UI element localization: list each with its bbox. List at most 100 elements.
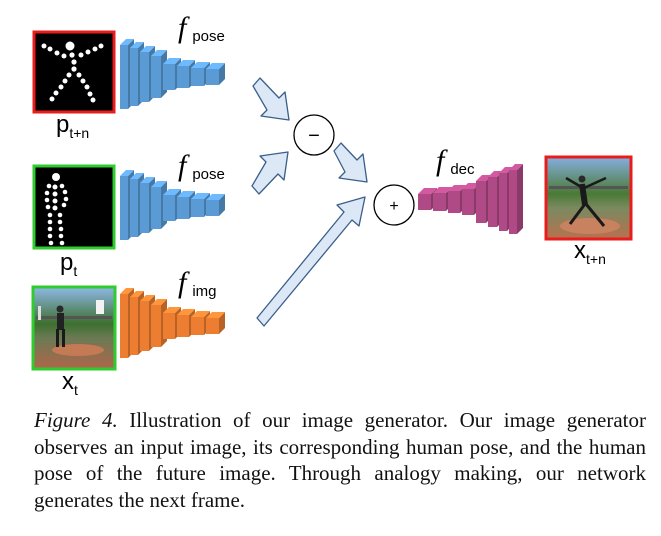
pose-encoder-top-layer-7-top (191, 62, 210, 68)
image-decoder-layer-7 (499, 173, 507, 231)
subtract-operator: − (293, 114, 335, 156)
pose-encoder-middle (120, 170, 225, 240)
pose-encoder-top-subscript: pose (192, 28, 225, 45)
pose-encoder-middle-layer-6 (177, 197, 189, 219)
figure-caption: Figure 4. Illustration of our image gene… (34, 407, 646, 513)
pose-encoder-middle-layer-5 (163, 195, 175, 221)
svg-text:xt: xt (62, 368, 78, 398)
image-decoder-layer-1 (418, 194, 431, 210)
pose-encoder-middle-layer-8 (206, 200, 219, 216)
image-decoder (418, 164, 523, 234)
add-symbol: + (389, 198, 398, 215)
image-encoder-layer-7 (191, 317, 204, 335)
image-decoder-layer-6-top (488, 171, 503, 177)
pose-encoder-top-symbol: f (178, 11, 190, 44)
pose-encoder-top-layer-4 (151, 56, 161, 98)
image-decoder-layer-8 (509, 170, 517, 234)
image-encoder-layer-2 (130, 297, 138, 355)
image-decoder-layer-3-top (448, 185, 466, 191)
image-encoder-layer-7-top (191, 311, 210, 317)
image-encoder (120, 288, 225, 358)
image-encoder-layer-5 (163, 313, 175, 339)
image-decoder-layer-4 (462, 189, 474, 215)
current-frame-label: x (62, 368, 74, 395)
current-pose-label: p (60, 249, 73, 276)
add-operator: + (373, 184, 415, 226)
svg-text:pt+n: pt+n (56, 111, 89, 141)
arrow-image-to-plus (256, 196, 366, 327)
future-pose-image (32, 30, 116, 114)
pose-encoder-top-layer-3-top (140, 46, 155, 52)
pose-encoder-top-layer-8-top (206, 63, 225, 69)
pose-encoder-top-layer-1 (120, 45, 128, 109)
image-encoder-layer-6-top (177, 309, 195, 315)
pose-encoder-middle-layer-8-top (206, 194, 225, 200)
image-decoder-layer-2-top (433, 187, 452, 193)
pose-encoder-middle-layer-3-top (140, 177, 155, 183)
image-decoder-layer-5 (476, 181, 486, 223)
image-decoder-layer-8-top (509, 164, 523, 170)
pose-encoder-top-layer-1-top (120, 39, 134, 45)
arrow-minus-to-plus (333, 142, 368, 183)
image-encoder-layer-1 (120, 294, 128, 358)
arrow-middle-to-minus (251, 151, 289, 195)
pose-encoder-middle-layer-7-top (191, 193, 210, 199)
pose-encoder-middle-layer-7 (191, 199, 204, 217)
image-decoder-layer-3 (448, 191, 460, 213)
pose-encoder-middle-layer-4 (151, 187, 161, 229)
image-encoder-layer-4 (151, 305, 161, 347)
pose-encoder-middle-layer-1 (120, 176, 128, 240)
image-encoder-layer-6 (177, 315, 189, 337)
image-encoder-layer-3 (140, 301, 149, 351)
pose-encoder-middle-subscript: pose (192, 166, 225, 183)
pose-encoder-middle-layer-2-top (130, 173, 144, 179)
pose-encoder-top-layer-5-top (163, 58, 181, 64)
current-frame-image (31, 285, 117, 371)
pose-encoder-middle-layer-3 (140, 183, 149, 233)
caption-lead: Figure 4. (34, 408, 118, 432)
pose-encoder-top-layer-7 (191, 68, 204, 86)
subtract-symbol: − (308, 125, 320, 147)
generated-frame-subscript: t+n (586, 251, 606, 267)
image-decoder-layer-5-top (476, 175, 492, 181)
current-pose-subscript: t (73, 263, 77, 279)
current-pose-image (32, 164, 116, 250)
image-encoder-layer-4-top (151, 299, 167, 305)
decoder-subscript: dec (450, 161, 475, 178)
image-decoder-layer-6 (488, 177, 497, 227)
pose-encoder-top-layer-3 (140, 52, 149, 102)
pose-encoder-middle-layer-4-top (151, 181, 167, 187)
generated-frame-image (544, 155, 633, 241)
pose-encoder-middle-layer-1-top (120, 170, 134, 176)
future-pose-subscript: t+n (69, 125, 89, 141)
caption-text: Illustration of our image generator. Our… (34, 408, 646, 512)
image-encoder-layer-3-top (140, 295, 155, 301)
decoder-symbol: f (436, 144, 448, 177)
pose-encoder-top-layer-6 (177, 66, 189, 88)
pose-encoder-top-layer-2 (130, 48, 138, 106)
svg-text:xt+n: xt+n (574, 237, 606, 267)
image-encoder-layer-1-top (120, 288, 134, 294)
pose-encoder-top-layer-8 (206, 69, 219, 85)
image-encoder-subscript: img (192, 283, 216, 300)
pose-encoder-middle-layer-6-top (177, 191, 195, 197)
image-decoder-layer-7-top (499, 167, 513, 173)
pose-encoder-top-layer-8-side (219, 63, 225, 85)
image-encoder-layer-8-top (206, 312, 225, 318)
pose-encoder-middle-symbol: f (178, 149, 190, 182)
image-encoder-layer-2-top (130, 291, 144, 297)
image-encoder-layer-5-top (163, 307, 181, 313)
pose-encoder-top-layer-4-top (151, 50, 167, 56)
pose-encoder-top-layer-6-top (177, 60, 195, 66)
generated-frame-label: x (574, 237, 586, 264)
image-decoder-layer-2 (433, 193, 446, 211)
image-decoder-layer-1-top (418, 188, 437, 194)
image-decoder-layer-4-top (462, 183, 480, 189)
pose-encoder-middle-layer-8-side (219, 194, 225, 216)
pose-encoder-top-layer-5 (163, 64, 175, 90)
